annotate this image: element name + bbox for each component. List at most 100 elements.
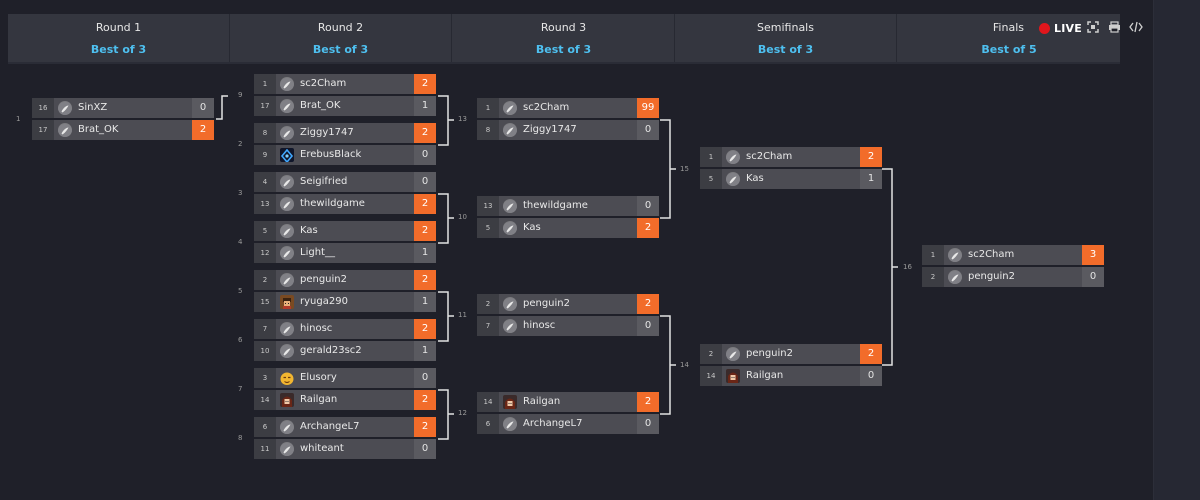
seed: 17 [254,96,276,116]
seed: 13 [254,194,276,214]
score: 0 [414,172,436,192]
match-number: 1 [16,115,21,123]
default-avatar-icon [503,123,517,137]
team-name: Light__ [300,247,335,258]
seed: 14 [254,390,276,410]
team-name: ErebusBlack [300,149,362,160]
live-dot-icon [1039,22,1050,34]
score: 2 [414,417,436,437]
side-panel [1153,0,1200,500]
default-avatar-icon [280,77,294,91]
score: 0 [192,98,214,118]
default-avatar-icon [503,199,517,213]
fullscreen-icon[interactable] [1086,20,1100,34]
round-3-header: Round 3 Best of 3 [453,14,675,62]
best-of-label: Best of 3 [312,43,369,56]
default-avatar-icon [280,126,294,140]
team-row[interactable]: 3 Elusory 0 [254,368,436,388]
team-name: ryuga290 [300,296,348,307]
default-avatar-icon [280,197,294,211]
match-card[interactable]: 3 Elusory 0 14 Railgan 2 [254,368,436,410]
default-avatar-icon [58,123,72,137]
round-name: Round 1 [95,21,142,34]
match-number: 8 [238,434,243,442]
default-avatar-icon [948,270,962,284]
default-avatar-icon [280,322,294,336]
live-indicator[interactable]: LIVE [1039,21,1082,35]
print-icon[interactable] [1107,20,1121,34]
team-row[interactable]: 14 Railgan 2 [254,390,436,410]
score: 3 [1082,245,1104,265]
match-number: 4 [238,238,243,246]
score: 0 [414,368,436,388]
team-name: penguin2 [746,348,794,359]
anime-girl-avatar [726,369,740,383]
score: 2 [414,390,436,410]
score: 1 [414,96,436,116]
score: 2 [414,194,436,214]
match-number: 10 [458,213,467,221]
match-number: 15 [680,165,689,173]
seed: 9 [254,145,276,165]
seed: 2 [477,294,499,314]
team-name: thewildgame [523,200,588,211]
team-name: Railgan [300,394,338,405]
team-name: penguin2 [523,298,571,309]
embed-code-icon[interactable] [1129,20,1143,34]
default-avatar-icon [280,224,294,238]
team-name: Ziggy1747 [300,127,354,138]
team-name: Elusory [300,372,337,383]
default-avatar-icon [280,246,294,260]
seed: 3 [254,368,276,388]
score: 1 [414,341,436,361]
seed: 5 [700,169,722,189]
team-name: ArchangeL7 [523,418,583,429]
score: 0 [637,316,659,336]
